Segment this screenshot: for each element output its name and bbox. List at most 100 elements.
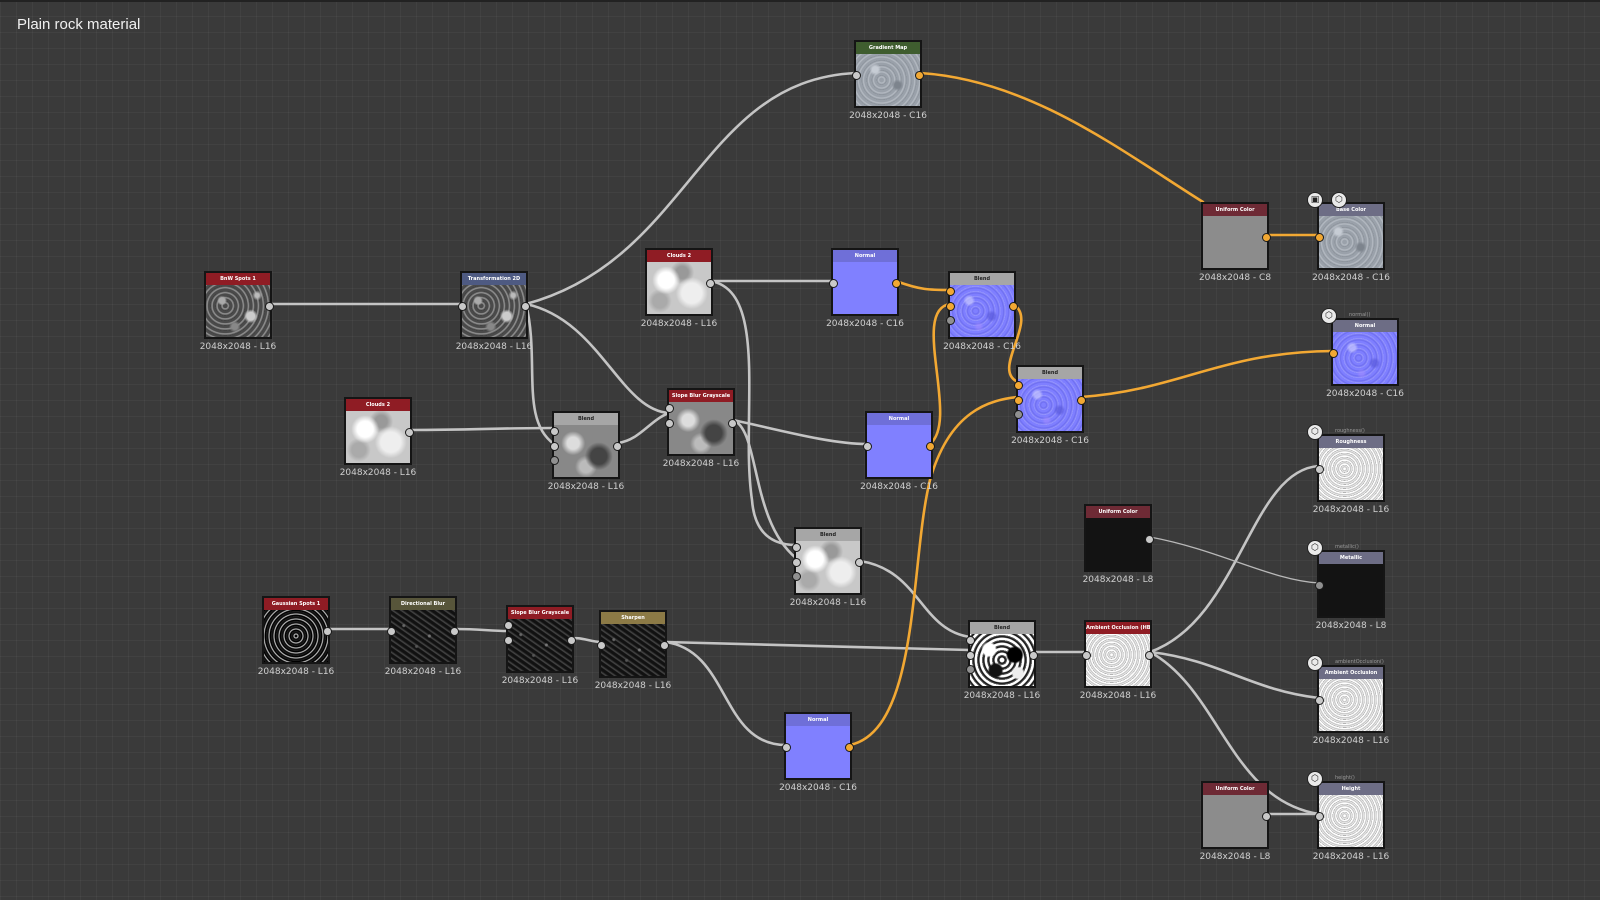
input-port[interactable] — [504, 636, 513, 645]
input-port[interactable] — [1014, 381, 1023, 390]
node-clouds-2[interactable]: Clouds 2 2048x2048 - L16 — [340, 397, 416, 478]
wire — [858, 559, 972, 639]
output-port[interactable] — [845, 743, 854, 752]
output-icon[interactable]: ⬡ — [1307, 540, 1323, 556]
input-port[interactable] — [1315, 233, 1324, 242]
input-port[interactable] — [550, 456, 559, 465]
node-blend[interactable]: Blend 2048x2048 - L16 — [790, 527, 866, 608]
output-port[interactable] — [1009, 302, 1018, 311]
node-blend[interactable]: Blend 2048x2048 - C16 — [1011, 365, 1089, 446]
output-icon[interactable]: ⬡ — [1307, 771, 1323, 787]
input-port[interactable] — [458, 302, 467, 311]
input-port[interactable] — [1315, 696, 1324, 705]
input-port[interactable] — [1014, 410, 1023, 419]
node-title: Sharpen — [601, 612, 665, 624]
node-clouds-2[interactable]: Clouds 2 2048x2048 - L16 — [641, 248, 717, 329]
node-normal[interactable]: Normal 2048x2048 - C16 — [826, 248, 904, 329]
output-port[interactable] — [855, 558, 864, 567]
output-port[interactable] — [1077, 396, 1086, 405]
input-port[interactable] — [665, 419, 674, 428]
input-port[interactable] — [597, 641, 606, 650]
node-gaussian-spots[interactable]: Gaussian Spots 1 2048x2048 - L16 — [258, 596, 334, 677]
node-sharpen[interactable]: Sharpen 2048x2048 - L16 — [595, 610, 671, 691]
node-title: Ambient Occlusion (HB... — [1086, 622, 1150, 634]
input-port[interactable] — [946, 316, 955, 325]
node-output-roughness[interactable]: roughness() Roughness 2048x2048 - L16 — [1313, 428, 1390, 515]
node-gradient-map[interactable]: Gradient Map 2048x2048 - C16 — [849, 40, 927, 121]
node-bnw-spots[interactable]: BnW Spots 1 2048x2048 - L16 — [200, 271, 276, 352]
output-port[interactable] — [1262, 812, 1271, 821]
node-blend[interactable]: Blend 2048x2048 - C16 — [943, 271, 1021, 352]
output-port[interactable] — [728, 419, 737, 428]
input-port[interactable] — [792, 558, 801, 567]
node-output-ambient-occlusion[interactable]: ambientOcclusion() Ambient Occlusion 204… — [1313, 659, 1390, 746]
node-blend[interactable]: Blend 2048x2048 - L16 — [548, 411, 624, 492]
input-port[interactable] — [665, 404, 674, 413]
node-resolution: 2048x2048 - C16 — [1312, 273, 1390, 283]
output-port[interactable] — [926, 442, 935, 451]
output-port[interactable] — [706, 279, 715, 288]
node-ambient-occlusion-hbao[interactable]: Ambient Occlusion (HB... 2048x2048 - L16 — [1080, 620, 1156, 701]
output-port[interactable] — [1029, 651, 1038, 660]
node-thumbnail — [856, 54, 920, 106]
node-thumbnail — [1086, 634, 1150, 686]
output-icon[interactable]: ⬡ — [1331, 192, 1347, 208]
input-port[interactable] — [863, 442, 872, 451]
node-normal[interactable]: Normal 2048x2048 - C16 — [779, 712, 857, 793]
output-port[interactable] — [915, 71, 924, 80]
input-port[interactable] — [1315, 465, 1324, 474]
node-slope-blur-grayscale[interactable]: Slope Blur Grayscale 2048x2048 - L16 — [663, 388, 739, 469]
output-port[interactable] — [450, 627, 459, 636]
input-port[interactable] — [1014, 396, 1023, 405]
output-port[interactable] — [660, 641, 669, 650]
output-icon[interactable]: ⬡ — [1307, 424, 1323, 440]
node-title: Roughness — [1319, 436, 1383, 448]
input-port[interactable] — [829, 279, 838, 288]
input-port[interactable] — [966, 651, 975, 660]
node-resolution: 2048x2048 - L16 — [662, 459, 740, 469]
node-output-normal[interactable]: normal() Normal 2048x2048 - C16 — [1326, 312, 1404, 399]
output-port[interactable] — [265, 302, 274, 311]
output-icon[interactable]: ⬡ — [1321, 308, 1337, 324]
input-port[interactable] — [792, 572, 801, 581]
output-icon[interactable]: ⬡ — [1307, 655, 1323, 671]
input-port[interactable] — [1315, 581, 1324, 590]
node-uniform-color[interactable]: Uniform Color 2048x2048 - C8 — [1199, 202, 1271, 283]
input-port[interactable] — [966, 665, 975, 674]
input-port[interactable] — [504, 621, 513, 630]
output-port[interactable] — [521, 302, 530, 311]
node-transformation-2d[interactable]: Transformation 2D 2048x2048 - L16 — [456, 271, 532, 352]
node-uniform-color[interactable]: Uniform Color 2048x2048 - L8 — [1200, 781, 1271, 862]
input-port[interactable] — [782, 743, 791, 752]
output-port[interactable] — [1145, 651, 1154, 660]
input-port[interactable] — [550, 442, 559, 451]
output-port[interactable] — [567, 636, 576, 645]
input-port[interactable] — [946, 302, 955, 311]
input-port[interactable] — [1329, 349, 1338, 358]
node-uniform-color[interactable]: Uniform Color 2048x2048 - L8 — [1083, 504, 1154, 585]
node-output-height[interactable]: height() Height 2048x2048 - L16 — [1313, 775, 1390, 862]
output-port[interactable] — [323, 627, 332, 636]
input-port[interactable] — [1082, 651, 1091, 660]
node-slope-blur-grayscale[interactable]: Slope Blur Grayscale 2048x2048 - L16 — [502, 605, 578, 686]
output-port[interactable] — [613, 442, 622, 451]
input-port[interactable] — [966, 636, 975, 645]
node-directional-blur[interactable]: Directional Blur 2048x2048 - L16 — [385, 596, 461, 677]
input-port[interactable] — [852, 71, 861, 80]
node-thumbnail — [647, 262, 711, 314]
output-port[interactable] — [892, 279, 901, 288]
node-normal[interactable]: Normal 2048x2048 - C16 — [860, 411, 938, 492]
node-thumbnail — [601, 624, 665, 676]
node-blend[interactable]: Blend 2048x2048 - L16 — [964, 620, 1040, 701]
node-output-metallic[interactable]: metallic() Metallic 2048x2048 - L8 — [1315, 544, 1386, 631]
node-output-base-color[interactable]: Base Color 2048x2048 - C16 — [1312, 202, 1390, 283]
input-port[interactable] — [550, 427, 559, 436]
output-port[interactable] — [1145, 535, 1154, 544]
output-port[interactable] — [405, 428, 414, 437]
input-port[interactable] — [1315, 812, 1324, 821]
input-port[interactable] — [387, 627, 396, 636]
preview-icon[interactable]: ▣ — [1307, 192, 1323, 208]
input-port[interactable] — [792, 543, 801, 552]
output-port[interactable] — [1262, 233, 1271, 242]
input-port[interactable] — [946, 287, 955, 296]
